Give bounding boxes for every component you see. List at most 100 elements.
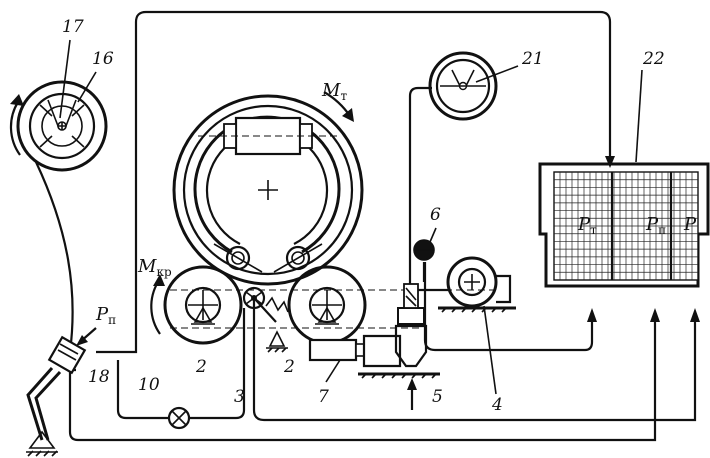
torque-mkr-arrow <box>150 281 161 335</box>
label-18: 18 <box>88 367 110 387</box>
unit-5-head <box>397 307 425 325</box>
shoe-pin-lines <box>213 243 323 273</box>
sensor-3-pivot <box>268 330 286 347</box>
unit-5-platform-hatch <box>361 373 437 379</box>
label-7: 7 <box>318 387 329 407</box>
arrow-recorder-p <box>690 308 700 322</box>
torque-mt-arrowhead <box>342 108 354 122</box>
motor-4-end-cap <box>496 274 512 304</box>
leader-22 <box>635 69 643 163</box>
roller-2-left <box>150 265 243 345</box>
leader-6 <box>429 227 437 243</box>
drum-center-mark <box>258 180 278 200</box>
top-signal-line <box>96 10 612 354</box>
rotation-arrowhead-17 <box>10 94 24 106</box>
label-10: 10 <box>138 375 160 395</box>
rotation-arrow-17 <box>9 101 21 156</box>
line-lamp-10 <box>116 360 168 420</box>
gauge-21 <box>428 51 519 121</box>
roller-left-support <box>193 306 213 323</box>
gearbox-shaft <box>355 343 365 357</box>
label-21: 21 <box>521 49 544 69</box>
symbol-p-chart: P <box>683 214 697 235</box>
symbol-pp-pedal: Pп <box>95 304 116 327</box>
sensor-3-arm <box>253 297 277 323</box>
gearbox-7 <box>308 338 365 383</box>
leader-17 <box>59 39 71 119</box>
dial-17-assembly <box>9 39 108 172</box>
dial-16-slots <box>39 104 85 148</box>
symbol-pt-chart: Pт <box>577 214 597 237</box>
pedal-lever-inner <box>34 370 62 441</box>
pedal-sensor-hatch <box>57 343 79 361</box>
motor-4-cross <box>464 274 480 290</box>
gearbox-body <box>308 338 358 362</box>
unit-5-rod-hatch <box>405 287 417 307</box>
sensor-3 <box>242 286 289 353</box>
recorder-22-frame <box>538 162 710 288</box>
leader-4 <box>483 305 497 395</box>
roller-right-support <box>317 306 337 323</box>
arrow-recorder-top <box>605 156 615 168</box>
label-6: 6 <box>430 205 441 225</box>
gauge-21-outer <box>428 51 498 121</box>
sensor-3-ground-hatch <box>267 347 287 353</box>
roller-right-cross <box>312 290 342 320</box>
unit-5-base <box>362 334 402 368</box>
label-5: 5 <box>432 387 443 407</box>
label-4: 4 <box>491 395 503 415</box>
symbol-mt: Mт <box>321 80 347 103</box>
bottom-signal-line <box>68 320 657 442</box>
roller-left-outer <box>163 265 243 345</box>
shoe-pin-right-inner <box>291 251 305 265</box>
motor-4 <box>438 256 516 395</box>
input-arrowhead-5 <box>407 378 417 390</box>
unit-5-body <box>394 324 428 368</box>
drum-outer <box>172 94 364 286</box>
roller-2-right <box>287 265 367 345</box>
pedal-lever <box>26 367 54 441</box>
motor-4-rotor <box>457 267 487 297</box>
torque-mkr-arrowhead <box>153 274 165 286</box>
hydraulic-unit-5 <box>358 227 450 410</box>
pedal-ground-hatch <box>27 450 58 457</box>
label-2-right: 2 <box>283 357 295 377</box>
shoe-pin-left-inner <box>231 251 245 265</box>
recorder-22 <box>538 69 710 288</box>
sensor-3-spring <box>265 296 289 313</box>
leader-16 <box>77 71 97 103</box>
arrow-recorder-pt <box>587 308 597 322</box>
label-22: 22 <box>642 49 665 69</box>
label-2-left: 2 <box>195 357 207 377</box>
lamp-10 <box>167 406 191 430</box>
label-3: 3 <box>234 387 245 407</box>
dial-17-outer <box>16 80 108 172</box>
symbol-mkr: Mкр <box>137 256 172 279</box>
lamp-10-circle <box>167 406 191 430</box>
motor-4-housing <box>446 256 498 308</box>
leader-7 <box>325 359 341 383</box>
roller-left-cross <box>188 290 218 320</box>
gauge-21-inner <box>435 58 491 114</box>
line-lamp-10-right <box>190 308 246 420</box>
leader-21 <box>475 65 519 83</box>
shoe-pin-right <box>285 245 311 271</box>
line-sensor-3 <box>252 300 697 422</box>
line-gauge-21 <box>408 86 432 292</box>
sensor-3-roller <box>242 286 266 310</box>
brake-drum <box>172 91 364 286</box>
label-16: 16 <box>92 49 114 69</box>
recorder-22-grid <box>554 172 698 280</box>
cable-17-18 <box>35 161 74 353</box>
shoe-pin-left <box>225 245 251 271</box>
dial-16-ring <box>28 92 96 160</box>
symbol-pp-chart: Pп <box>645 214 666 237</box>
force-pp-arrowhead <box>76 335 88 346</box>
lamp-10-cross <box>171 410 187 426</box>
dial-hub-cross <box>58 122 66 130</box>
pedal-pivot <box>28 430 56 449</box>
pedal-18 <box>26 327 97 457</box>
label-17: 17 <box>62 17 84 37</box>
